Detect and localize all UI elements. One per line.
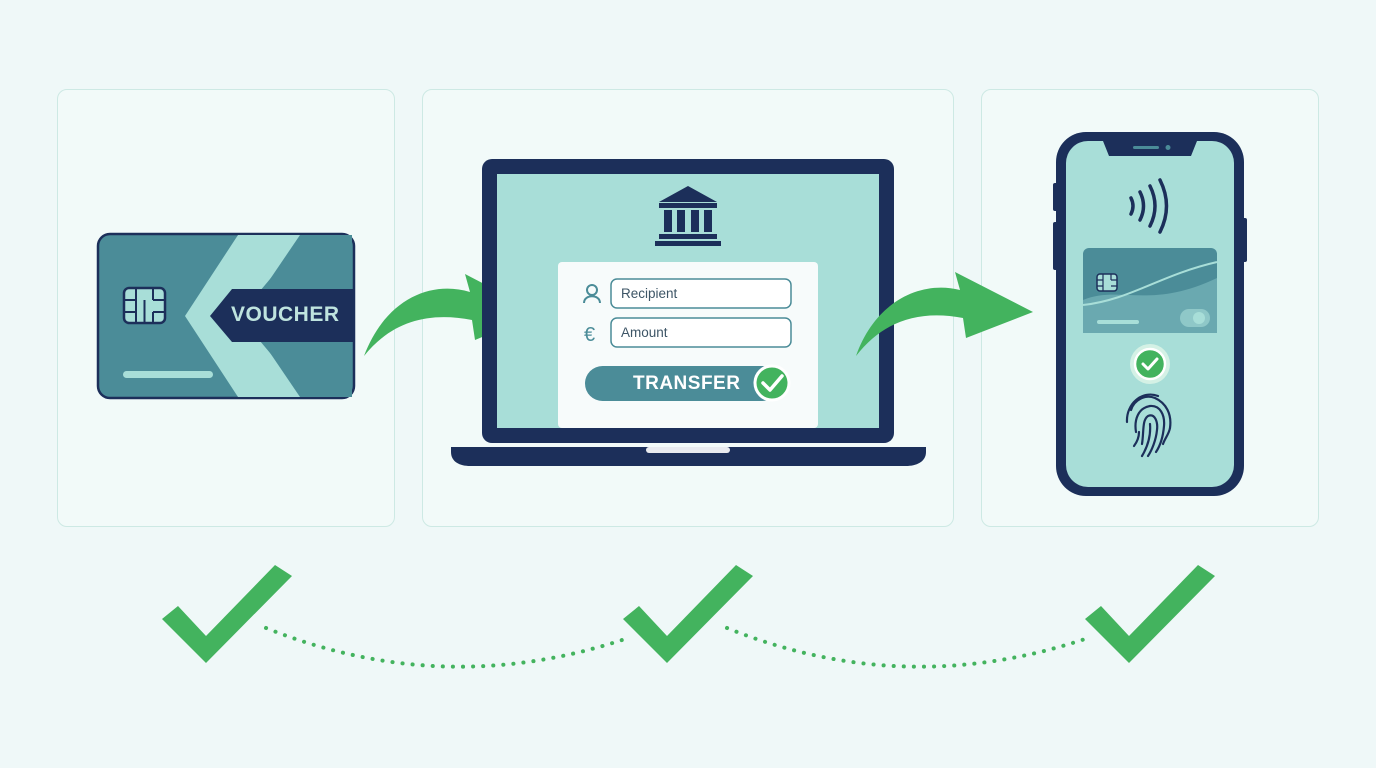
bank-icon	[655, 186, 721, 246]
voucher-label: VOUCHER	[231, 303, 340, 326]
euro-icon: €	[584, 324, 595, 346]
check-icon	[1085, 565, 1215, 663]
check-icon	[623, 565, 753, 663]
amount-input[interactable]	[610, 317, 792, 348]
chip-icon	[1096, 273, 1118, 292]
check-icon	[162, 565, 292, 663]
user-icon	[583, 284, 601, 304]
arrow-icon	[856, 272, 1033, 356]
fingerprint-icon	[1125, 393, 1172, 458]
chip-icon	[122, 286, 167, 325]
check-icon	[1130, 344, 1170, 384]
wallet-card	[1082, 248, 1218, 333]
transfer-button[interactable]	[585, 366, 780, 401]
recipient-placeholder: Recipient	[621, 286, 678, 301]
check-icon	[753, 364, 791, 402]
nfc-icon	[1129, 178, 1169, 234]
recipient-input[interactable]	[610, 278, 792, 309]
dotted-connector	[264, 626, 1090, 669]
voucher-banner	[210, 289, 354, 342]
transfer-button-label: TRANSFER	[633, 373, 741, 394]
amount-placeholder: Amount	[621, 325, 668, 340]
